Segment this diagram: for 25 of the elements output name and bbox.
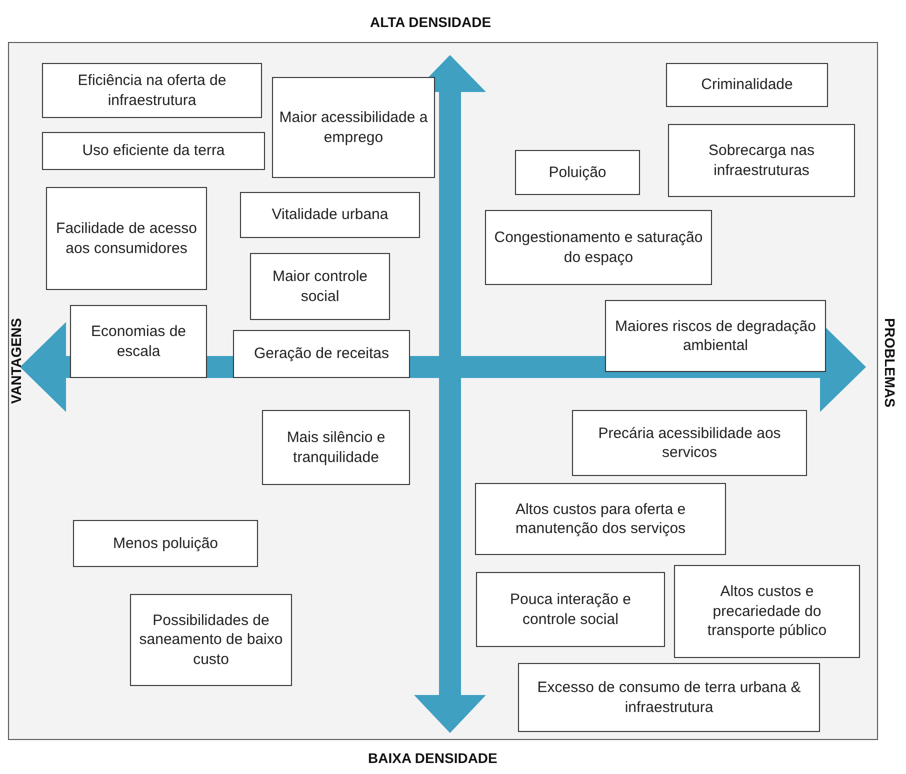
text-box: Economias de escala [70, 305, 207, 378]
text-box: Menos poluição [73, 520, 258, 567]
text-box: Precária acessibilidade aos servicos [572, 410, 807, 476]
text-box: Sobrecarga nas infraestruturas [668, 124, 855, 197]
text-box: Criminalidade [666, 63, 828, 107]
text-box: Altos custos para oferta e manutenção dos serviços [475, 483, 726, 555]
text-box: Vitalidade urbana [240, 192, 420, 238]
text-box: Uso eficiente da terra [42, 132, 265, 170]
axis-label: BAIXA DENSIDADE [368, 750, 498, 766]
text-box: Geração de receitas [233, 330, 410, 378]
text-box: Eficiência na oferta de infraestrutura [42, 63, 262, 118]
axis-label: VANTAGENS [8, 318, 24, 404]
text-box: Maior controle social [250, 253, 390, 320]
text-box: Possibilidades de saneamento de baixo custo [130, 594, 292, 686]
text-box: Poluição [515, 150, 640, 195]
text-box: Maiores riscos de degradação ambiental [605, 300, 826, 372]
text-box: Excesso de consumo de terra urbana & infraestrutura [518, 663, 820, 732]
axis-label: ALTA DENSIDADE [370, 14, 492, 30]
text-box: Facilidade de acesso aos consumidores [46, 187, 207, 290]
text-box: Maior acessibilidade a emprego [272, 77, 435, 178]
axis-label: PROBLEMAS [882, 318, 898, 408]
text-box: Pouca interação e controle social [476, 572, 665, 647]
text-box: Altos custos e precariedade do transporte público [674, 565, 860, 658]
text-box: Congestionamento e saturação do espaço [485, 210, 712, 285]
text-box: Mais silêncio e tranquilidade [262, 410, 410, 485]
